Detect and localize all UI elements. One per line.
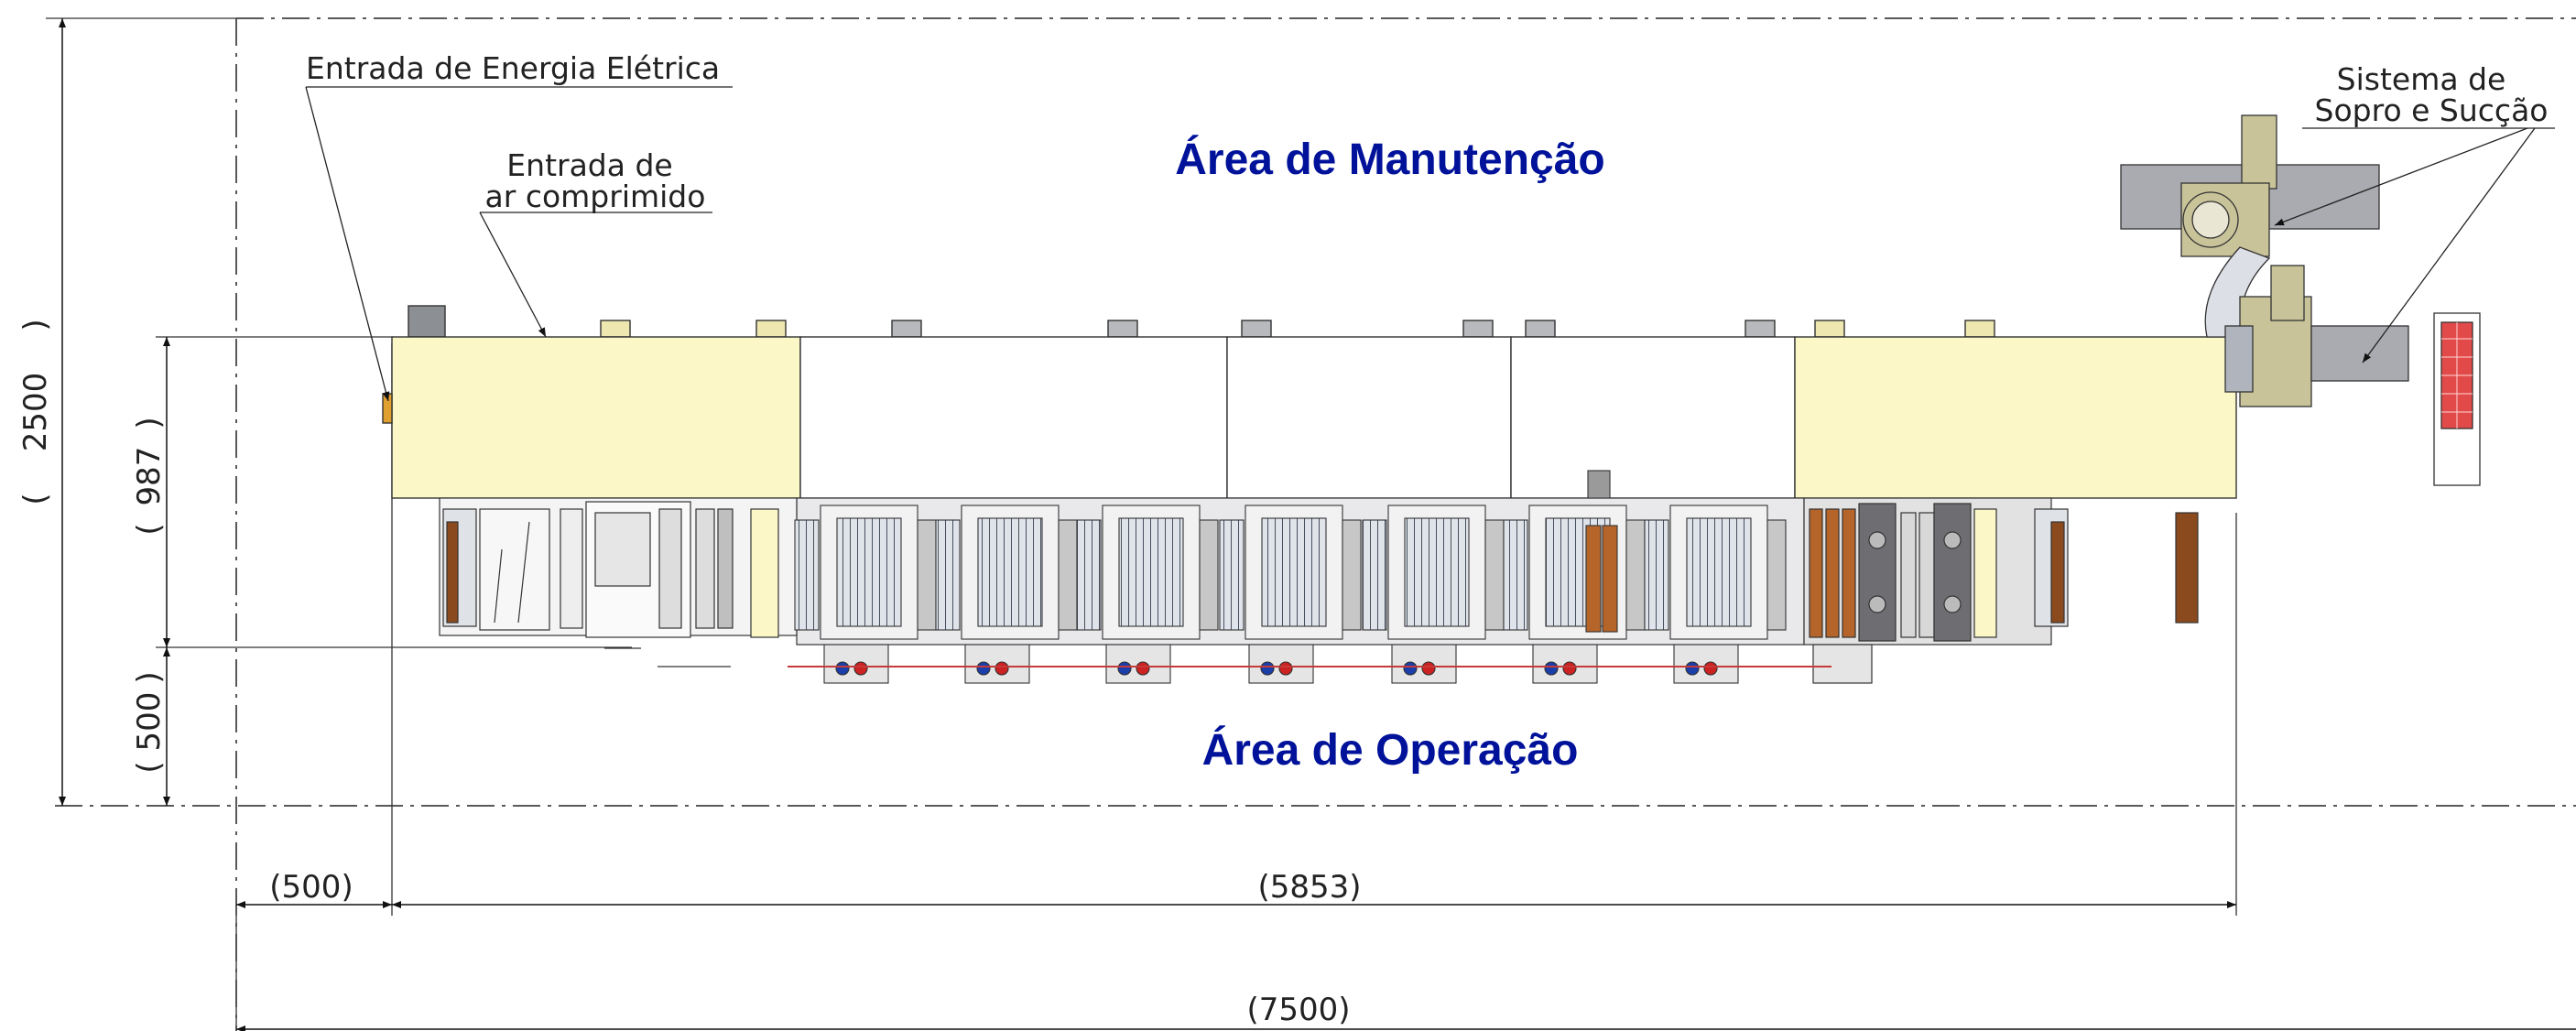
printing-unit-1 xyxy=(794,505,937,684)
top-brackets xyxy=(408,305,1995,338)
dimension-machine-length: (5853) xyxy=(392,869,2236,908)
callout-air-line2: ar comprimido xyxy=(485,179,706,214)
machine-body xyxy=(382,305,2237,499)
dryer-cabinet-3 xyxy=(1510,336,1796,499)
svg-text:(5853): (5853) xyxy=(1257,869,1361,906)
svg-text:(: ( xyxy=(131,761,168,773)
dimension-total-height-label: 2500 xyxy=(17,373,54,452)
callout-electric: Entrada de Energia Elétrica xyxy=(305,50,733,402)
printing-unit-4 xyxy=(1219,505,1362,684)
rewind-section xyxy=(788,503,2199,684)
right-cabinet xyxy=(1794,336,2237,499)
unwind-section xyxy=(442,501,779,667)
blower-suction-system xyxy=(2120,114,2481,486)
dimension-machine-depth: 987 ( ) xyxy=(131,337,170,647)
callout-electric-label: Entrada de Energia Elétrica xyxy=(306,50,720,86)
dimension-operation-margin-label: 500 xyxy=(131,692,168,752)
dimension-total-length: (7500) xyxy=(235,916,2576,1031)
dimension-total-length-label: 7500 xyxy=(1259,992,1339,1028)
svg-text:): ) xyxy=(17,319,54,331)
printing-unit-7 xyxy=(1644,505,1787,684)
svg-text:): ) xyxy=(131,417,168,429)
dimension-operation-margin: 500 ( ) xyxy=(131,647,170,806)
dryer-cabinet-1 xyxy=(799,336,1228,499)
callout-air-line1: Entrada de xyxy=(506,147,672,183)
printing-unit-2 xyxy=(935,505,1078,684)
dimension-machine-length-label: 5853 xyxy=(1270,869,1350,906)
dimension-total-height: 2500 ( ) xyxy=(17,18,66,806)
svg-text:(500): (500) xyxy=(269,869,353,906)
area-boundary xyxy=(55,17,2576,1031)
dimension-left-margin-label: 500 xyxy=(282,869,342,906)
dimension-left-margin: (500) xyxy=(236,869,392,908)
callout-blower-system: Sistema de Sopro e Sucção xyxy=(2274,61,2555,364)
callout-blower-line1: Sistema de xyxy=(2337,61,2506,97)
electrical-cabinet xyxy=(391,336,801,499)
maintenance-area-label: Área de Manutenção xyxy=(1175,135,1604,184)
svg-text:): ) xyxy=(131,671,168,683)
printing-unit-3 xyxy=(1076,505,1219,684)
svg-text:(: ( xyxy=(17,493,54,505)
printing-unit-5 xyxy=(1362,505,1505,684)
printing-unit-6 xyxy=(1503,470,1646,684)
callout-blower-line2: Sopro e Sucção xyxy=(2315,92,2549,128)
callout-compressed-air: Entrada de ar comprimido xyxy=(479,147,712,338)
dimension-machine-depth-label: 987 xyxy=(131,447,168,506)
svg-text:(: ( xyxy=(131,523,168,535)
svg-text:(7500): (7500) xyxy=(1246,992,1350,1028)
operation-area-label: Área de Operação xyxy=(1202,725,1579,775)
dryer-cabinet-2 xyxy=(1226,336,1512,499)
